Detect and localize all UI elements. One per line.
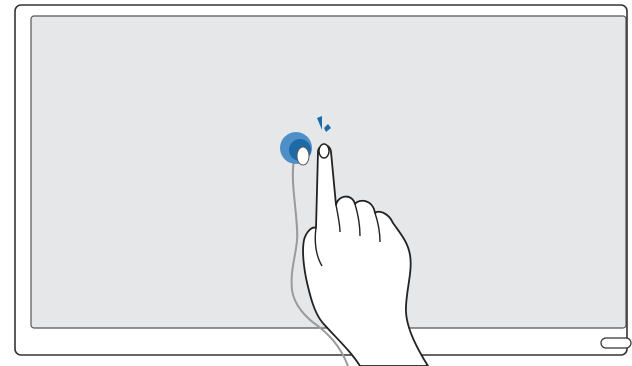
power-button-icon — [601, 338, 631, 348]
